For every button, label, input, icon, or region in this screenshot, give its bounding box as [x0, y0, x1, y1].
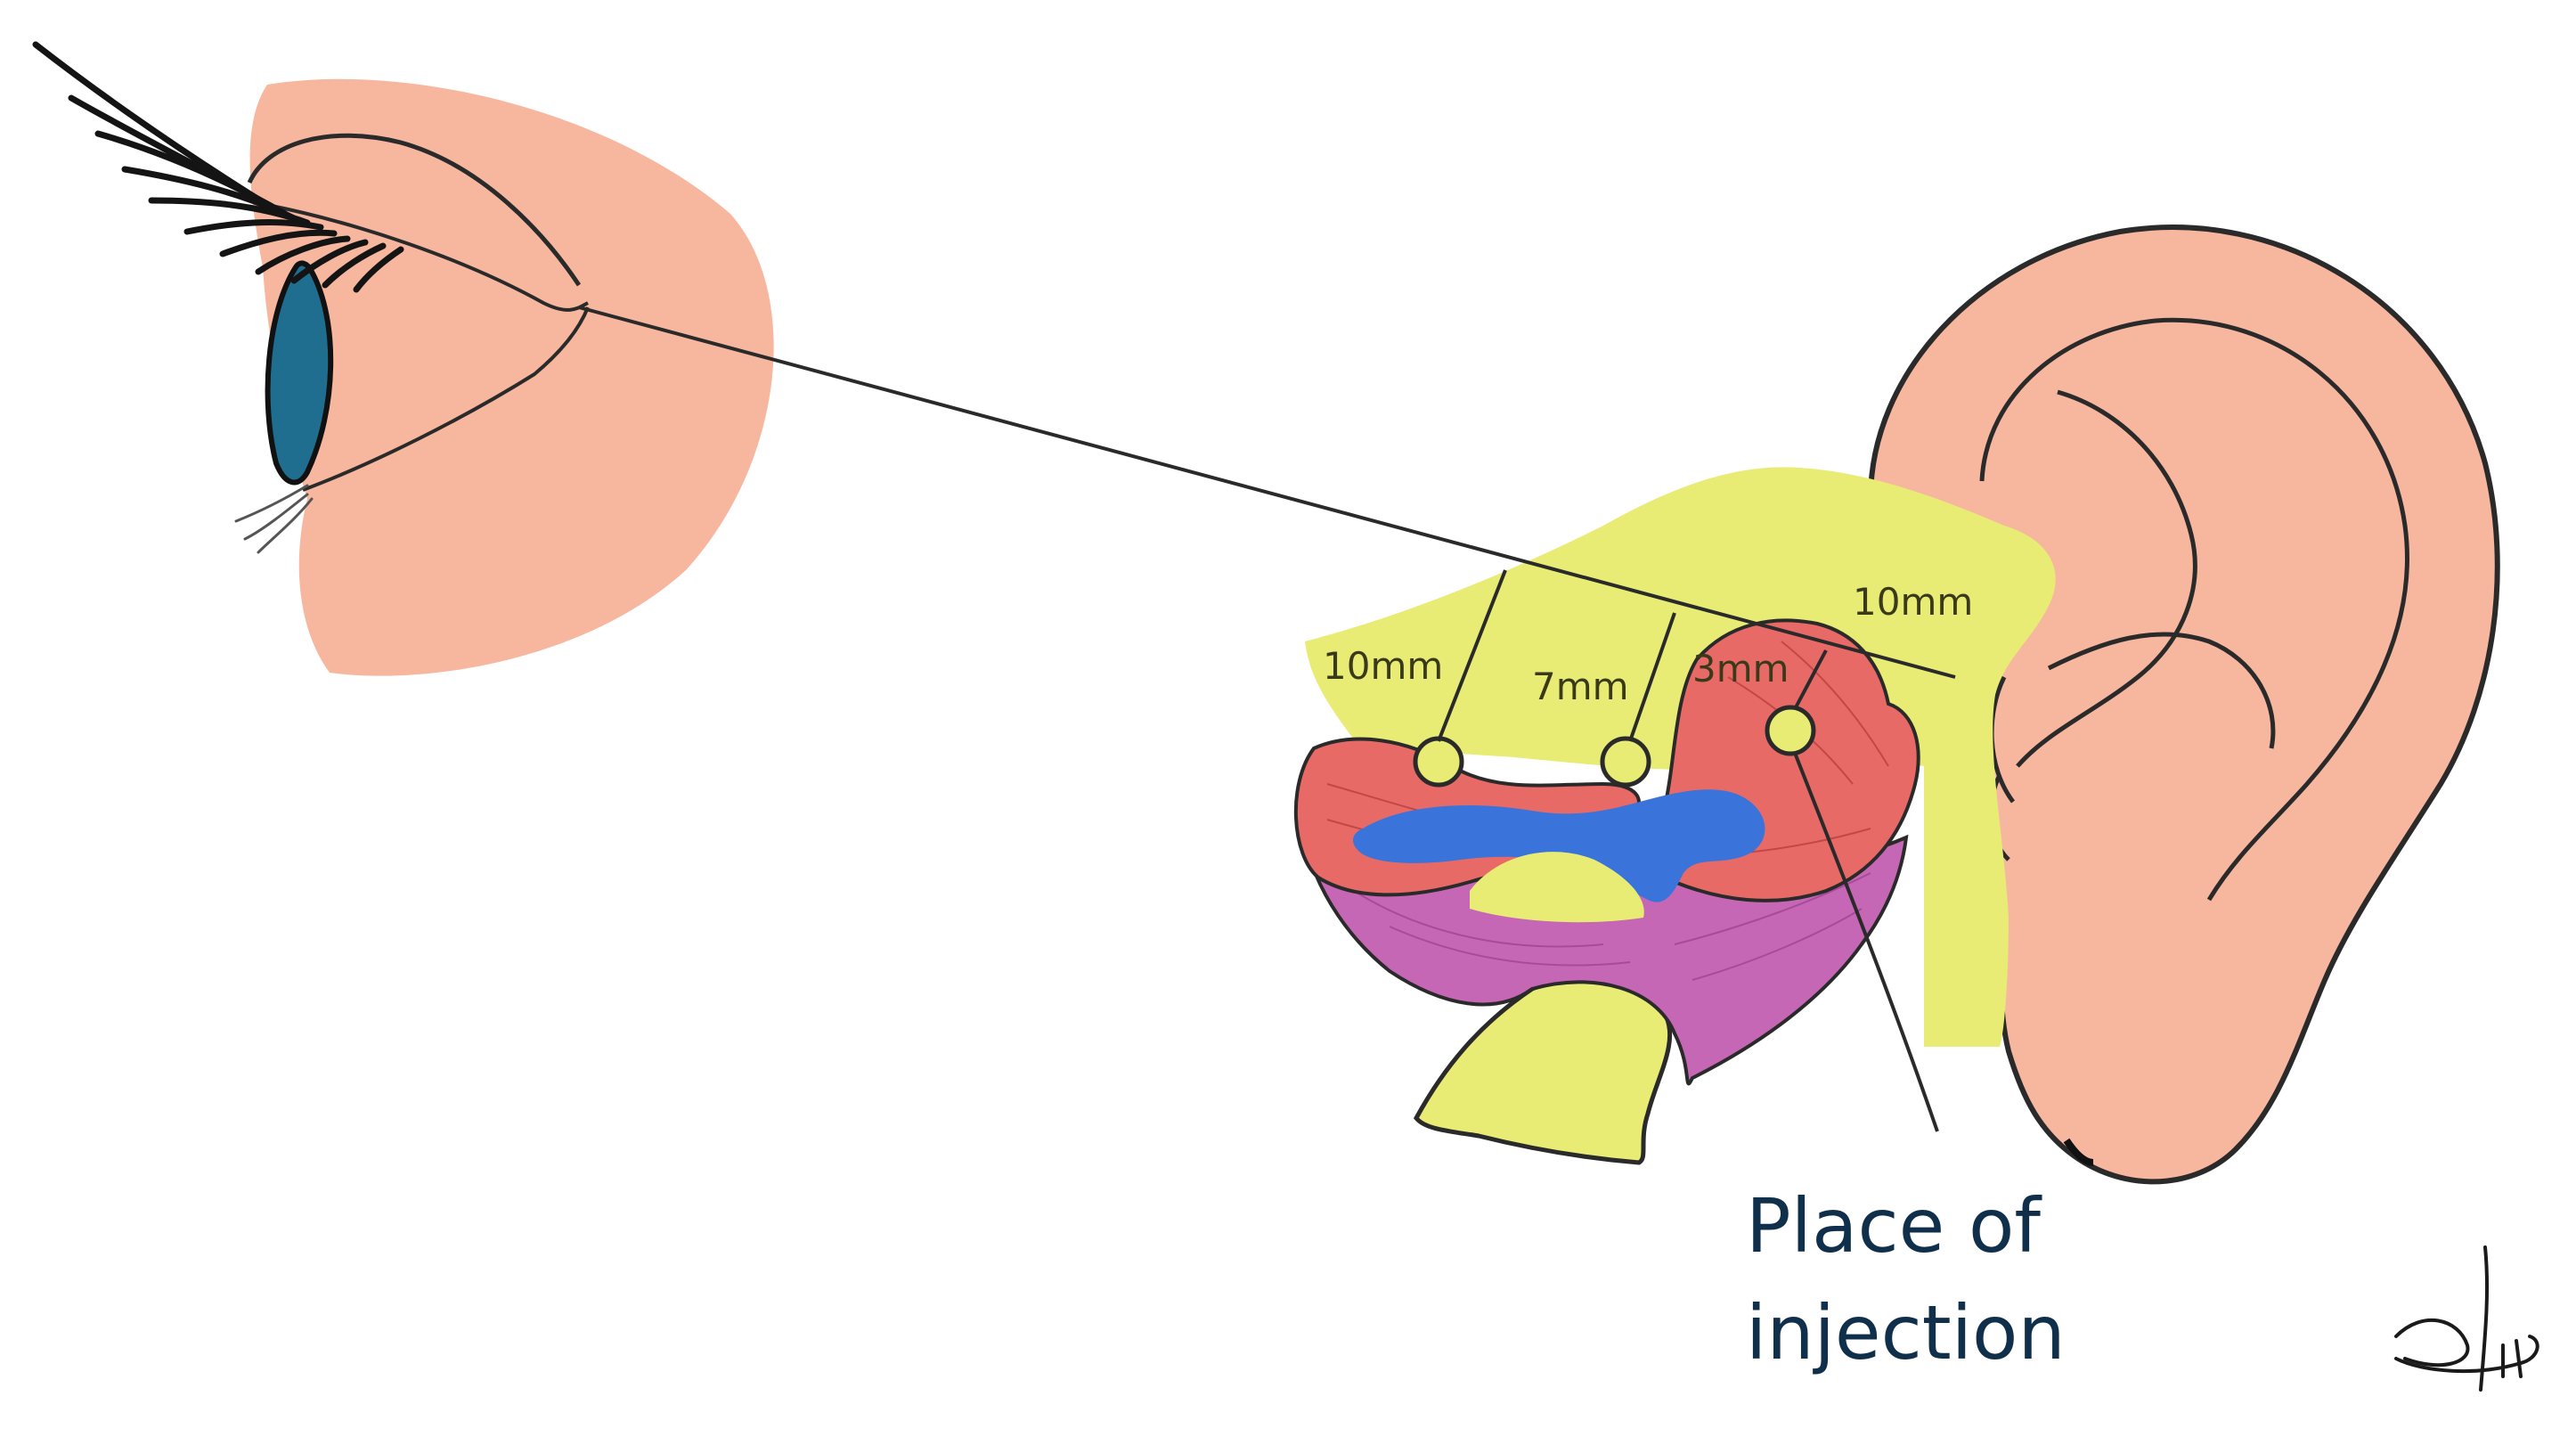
point-injection	[1765, 705, 1816, 756]
iris	[265, 260, 334, 486]
injection-label-line2: injection	[1746, 1289, 2066, 1376]
eyelid-crease	[247, 133, 582, 287]
label-7mm: 7mm	[1532, 665, 1629, 708]
lower-lashes	[234, 484, 314, 554]
yellow-arch	[1470, 852, 1644, 923]
yellow-lower-shape	[1414, 976, 1673, 1165]
eyelashes	[32, 41, 404, 293]
ear-icon	[1867, 225, 2500, 1185]
eye-skin-patch	[249, 78, 774, 676]
injection-label-line1: Place of	[1746, 1182, 2042, 1270]
drop-left	[1437, 569, 1507, 742]
injection-points	[1413, 705, 1816, 788]
label-3mm: 3mm	[1692, 647, 1789, 690]
ear-antihelix	[2016, 389, 2197, 768]
label-10mm-left: 10mm	[1323, 644, 1443, 688]
ear-lobe-tip	[2063, 1138, 2094, 1166]
purple-striations	[1353, 872, 1871, 981]
point-mid	[1600, 736, 1651, 788]
drop-inner	[1793, 649, 1828, 710]
point-left	[1413, 736, 1464, 788]
upper-lid-line	[266, 203, 589, 312]
label-10mm-right: 10mm	[1853, 580, 1973, 624]
eye-to-ear-line	[578, 306, 1956, 679]
blue-structure	[1352, 789, 1765, 902]
ear-helix	[1979, 317, 2409, 902]
signature-mark	[2394, 1245, 2539, 1392]
eye-icon	[32, 41, 774, 676]
drop-mid	[1628, 612, 1676, 742]
lower-lid-line	[302, 306, 590, 492]
ear-fold	[2047, 632, 2276, 749]
pointer-to-label	[1793, 752, 1939, 1132]
guide-lines	[578, 306, 1956, 1132]
